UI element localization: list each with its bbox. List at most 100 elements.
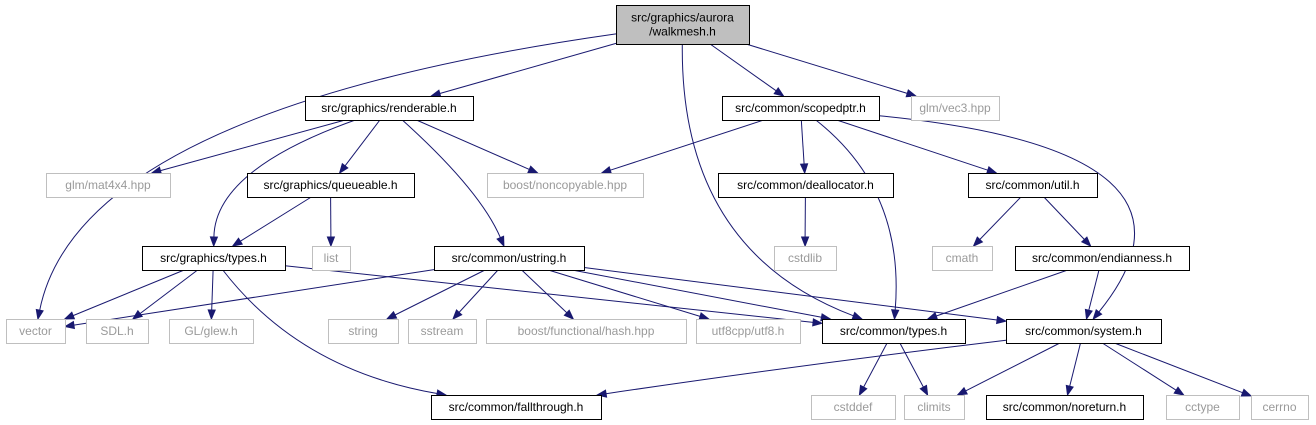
edge-line	[222, 269, 438, 394]
node-box	[822, 319, 966, 344]
node-box	[986, 395, 1144, 420]
edge-renderable-to-queueable	[338, 119, 381, 175]
node-box	[1166, 395, 1240, 420]
edge-arrowhead	[1084, 308, 1093, 321]
node-renderable[interactable]: src/graphics/renderable.h	[305, 96, 474, 121]
node-label: src/graphics/queueable.h	[263, 178, 397, 192]
edge-arrowhead	[985, 165, 998, 175]
edge-line	[240, 196, 312, 242]
node-label: src/graphics/aurora	[631, 11, 734, 25]
edge-line	[863, 342, 888, 388]
node-ustring[interactable]: src/common/ustring.h	[434, 246, 585, 271]
node-label: climits	[917, 400, 950, 414]
edge-util-to-cmath	[972, 196, 1022, 247]
node-walkmesh[interactable]: src/graphics/aurora/walkmesh.h	[616, 5, 750, 45]
node-label: SDL.h	[100, 324, 133, 338]
node-sstream: sstream	[408, 319, 477, 344]
node-sdl: SDL.h	[86, 319, 149, 344]
node-label: sstream	[421, 324, 464, 338]
node-label: list	[324, 251, 339, 265]
node-label: vector	[19, 324, 52, 338]
node-label: cstdlib	[788, 251, 822, 265]
node-scopedptr[interactable]: src/common/scopedptr.h	[722, 96, 880, 121]
nodes-layer: src/graphics/aurora/walkmesh.hsrc/graphi…	[6, 5, 1309, 420]
edge-line	[1088, 269, 1100, 311]
node-label: src/common/system.h	[1025, 324, 1142, 338]
edge-arrowhead	[956, 386, 968, 396]
edge-queueable-to-gtypes	[231, 196, 312, 247]
node-label: utf8cpp/utf8.h	[712, 324, 785, 338]
node-gtypes[interactable]: src/graphics/types.h	[142, 246, 286, 271]
node-cctype: cctype	[1166, 395, 1240, 420]
edge-ctypes-to-climits	[899, 342, 929, 397]
edge-line	[521, 269, 568, 314]
edge-line	[709, 43, 777, 92]
edge-renderable-to-mat4x4	[150, 119, 346, 175]
edge-endianness-to-system	[1084, 269, 1100, 321]
edge-renderable-to-noncopyable	[416, 119, 539, 174]
edge-arrowhead	[231, 237, 244, 247]
edge-gtypes-to-ctypes	[284, 265, 824, 327]
node-label: src/common/scopedptr.h	[735, 101, 866, 115]
node-endianness[interactable]: src/common/endianness.h	[1015, 246, 1190, 271]
edge-gtypes-to-vector	[63, 269, 185, 320]
edge-arrowhead	[207, 309, 216, 321]
edge-system-to-fallthrough	[595, 339, 1007, 398]
edge-arrowhead	[1173, 386, 1185, 396]
node-box	[328, 319, 399, 344]
edge-arrowhead	[600, 166, 612, 175]
node-glew: GL/glew.h	[169, 319, 254, 344]
node-box	[305, 96, 474, 121]
edge-arrowhead	[563, 309, 575, 320]
edge-deallocator-to-cstdlib	[800, 196, 810, 248]
edge-endianness-to-ctypes	[926, 269, 1068, 320]
edge-arrowhead	[926, 311, 939, 320]
edge-ustring-to-vector	[63, 269, 435, 330]
node-noreturn[interactable]: src/common/noreturn.h	[986, 395, 1144, 420]
edge-system-to-cctype	[1102, 342, 1185, 396]
edge-arrowhead	[527, 165, 539, 174]
node-label: /walkmesh.h	[649, 25, 716, 39]
node-label: src/common/types.h	[840, 324, 947, 338]
edge-ustring-to-string	[385, 269, 486, 320]
edge-line	[936, 269, 1068, 317]
edge-line	[899, 342, 924, 388]
edges-layer	[35, 33, 1253, 398]
node-utf8: utf8cpp/utf8.h	[696, 319, 801, 344]
edge-system-to-noreturn	[1065, 342, 1081, 397]
node-queueable[interactable]: src/graphics/queueable.h	[247, 173, 415, 198]
node-cstddef: cstddef	[811, 395, 896, 420]
node-deallocator[interactable]: src/common/deallocator.h	[718, 173, 894, 198]
edge-line	[160, 119, 346, 172]
edge-system-to-climits	[956, 342, 1061, 396]
node-label: cerrno	[1262, 400, 1296, 414]
node-fallthrough[interactable]: src/common/fallthrough.h	[431, 395, 602, 420]
edge-arrowhead	[799, 163, 809, 175]
edge-line	[745, 43, 908, 94]
node-cerrno: cerrno	[1251, 395, 1309, 420]
node-cstdlib: cstdlib	[774, 246, 837, 271]
node-string: string	[328, 319, 399, 344]
node-climits: climits	[904, 395, 965, 420]
edge-ustring-to-hash	[521, 269, 575, 320]
edge-arrowhead	[800, 236, 810, 248]
node-system[interactable]: src/common/system.h	[1006, 319, 1162, 344]
node-label: src/common/util.h	[985, 178, 1079, 192]
node-cmath: cmath	[932, 246, 993, 271]
node-ctypes[interactable]: src/common/types.h	[822, 319, 966, 344]
edge-arrowhead	[919, 384, 929, 397]
node-list: list	[312, 246, 351, 271]
node-util[interactable]: src/common/util.h	[968, 173, 1098, 198]
node-box	[616, 5, 750, 45]
node-box	[774, 246, 837, 271]
edge-line	[73, 269, 435, 326]
edge-line	[416, 119, 530, 170]
node-box	[86, 319, 149, 344]
edge-arrowhead	[338, 162, 349, 175]
edge-arrowhead	[773, 87, 785, 97]
edge-line	[439, 42, 617, 94]
node-box	[6, 319, 66, 344]
edge-arrowhead	[905, 89, 918, 98]
edge-util-to-endianness	[1043, 196, 1092, 247]
edge-line	[800, 119, 805, 165]
